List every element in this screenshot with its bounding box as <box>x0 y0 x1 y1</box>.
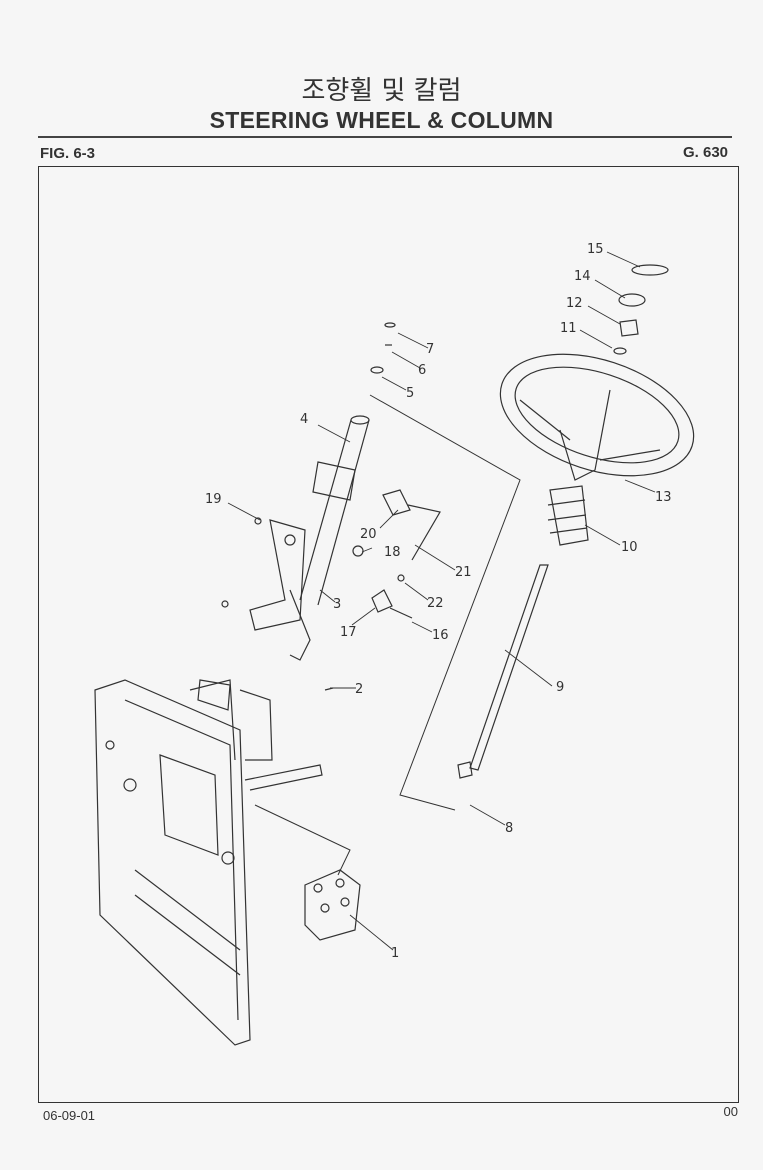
callout-1: 1 <box>391 946 399 961</box>
page-title-korean: 조향휠 및 칼럼 <box>301 76 462 106</box>
callout-10: 10 <box>621 540 638 555</box>
diagram-frame <box>38 166 739 1103</box>
callout-labels: 1 2 3 4 5 6 7 8 9 10 11 12 13 14 15 16 1… <box>205 242 672 961</box>
tilt-lever <box>382 489 441 561</box>
horn-cap <box>631 264 669 276</box>
callout-6: 6 <box>418 363 426 378</box>
callout-11: 11 <box>560 321 577 336</box>
header-divider <box>38 136 732 138</box>
callout-12: 12 <box>566 296 583 311</box>
steering-wheel <box>499 353 695 481</box>
callout-7: 7 <box>426 342 434 357</box>
callout-2: 2 <box>355 682 363 697</box>
callout-4: 4 <box>300 412 308 427</box>
callout-18: 18 <box>384 545 401 560</box>
column-boot <box>547 485 589 546</box>
callout-14: 14 <box>574 269 591 284</box>
callout-19: 19 <box>205 492 222 507</box>
group-code: G. 630 <box>682 144 728 161</box>
figure-number: FIG. 6-3 <box>40 145 96 162</box>
callout-3: 3 <box>333 597 341 612</box>
callout-20: 20 <box>360 527 377 542</box>
dash-frame <box>94 679 323 1046</box>
callout-13: 13 <box>655 490 672 505</box>
callout-5: 5 <box>406 386 414 401</box>
callout-16: 16 <box>432 628 449 643</box>
page-number: 00 <box>723 1104 738 1119</box>
steering-shaft <box>469 564 549 771</box>
callout-8: 8 <box>505 821 513 836</box>
callout-15: 15 <box>587 242 604 257</box>
steering-column <box>249 415 370 661</box>
page-title: STEERING WHEEL & COLUMN <box>209 107 554 133</box>
callout-9: 9 <box>556 680 564 695</box>
callout-21: 21 <box>455 565 472 580</box>
callout-22: 22 <box>427 596 444 611</box>
steering-unit <box>304 869 361 941</box>
callout-17: 17 <box>340 625 357 640</box>
revision-date: 06-09-01 <box>43 1108 96 1123</box>
